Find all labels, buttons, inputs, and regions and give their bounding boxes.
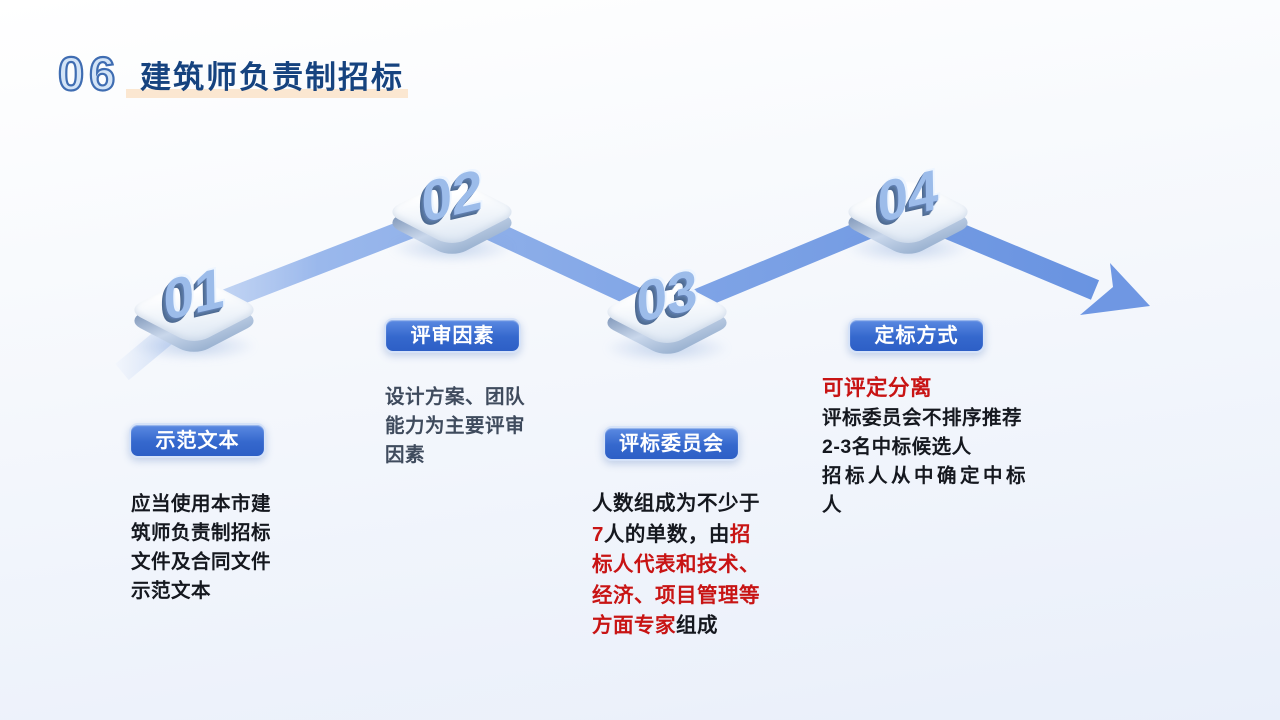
step-number-01: 01: [163, 254, 225, 333]
text-segment: 人: [822, 494, 843, 516]
step-number-02: 02: [421, 156, 483, 235]
step-text-award-method: 可评定分离评标委员会不排序推荐 2-3名中标候选人招标人从中确定中标人: [822, 374, 1050, 520]
text-segment: 示范文本: [131, 580, 212, 602]
text-segment: 能力为主要评审: [385, 415, 526, 437]
step-label-review-factors: 评审因素: [384, 318, 521, 353]
text-segment: 人的单数，由: [603, 522, 730, 546]
text-segment: 2-3名中标候选人: [822, 436, 972, 458]
arrowhead: [1080, 263, 1150, 315]
text-segment: 方面专家: [592, 614, 676, 637]
text-segment: 招标人从中确定中标: [822, 465, 1030, 487]
step-platform-01: 01: [126, 254, 262, 367]
text-segment: 文件及合同文件: [131, 551, 272, 573]
step-number-04: 04: [877, 156, 939, 235]
page-title-text: 建筑师负责制招标: [140, 60, 404, 95]
step-label-demo-text: 示范文本: [129, 423, 266, 458]
text-segment: 经济、项目管理等: [592, 583, 760, 607]
text-segment: 筑师负责制招标: [131, 522, 272, 544]
text-segment: 设计方案、团队: [385, 386, 526, 408]
text-segment: 标人代表和技术、: [592, 553, 760, 576]
text-segment: 应当使用本市建: [131, 493, 272, 515]
step-number-03: 03: [636, 256, 698, 335]
step-label-award-method: 定标方式: [848, 318, 985, 353]
step-text-demo-text: 应当使用本市建筑师负责制招标文件及合同文件示范文本: [131, 490, 306, 606]
step-platform-02: 02: [384, 156, 520, 269]
text-segment: 组成: [676, 614, 718, 637]
slide-number: 06: [57, 46, 121, 101]
step-text-bid-committee: 人数组成为不少于 7人的单数，由招标人代表和技术、经济、项目管理等方面专家组成: [592, 489, 797, 642]
text-segment: 因素: [385, 444, 426, 466]
step-text-review-factors: 设计方案、团队能力为主要评审因素: [385, 383, 560, 470]
page-title: 建筑师负责制招标: [126, 52, 408, 98]
text-segment: 7: [592, 522, 604, 546]
step-label-bid-committee: 评标委员会: [603, 426, 740, 461]
text-segment: 评标委员会不排序推荐: [822, 407, 1023, 429]
text-segment: 可评定分离: [822, 376, 933, 400]
text-segment: 招: [729, 522, 751, 546]
step-platform-03: 03: [599, 256, 735, 369]
step-platform-04: 04: [840, 156, 976, 269]
text-segment: 人数组成为不少于: [592, 492, 760, 515]
